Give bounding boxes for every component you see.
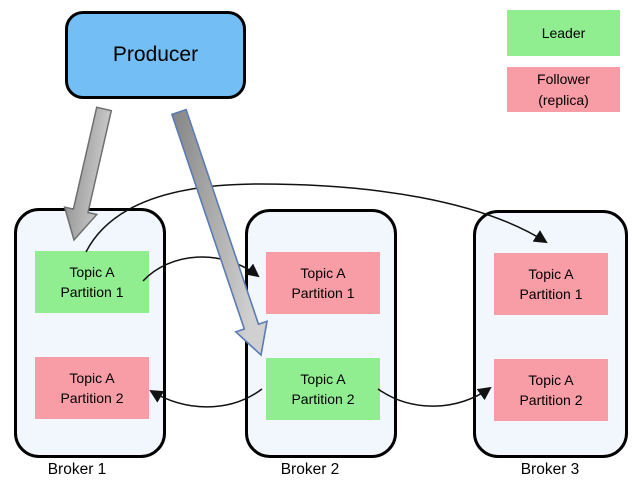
partition-topic-label: Topic A (528, 372, 574, 388)
partition-name-label: Partition 2 (60, 390, 124, 406)
partition-name-label: Partition 1 (60, 284, 124, 300)
partition-name-label: Partition 1 (291, 285, 355, 301)
broker-1-partition-1: Topic A Partition 1 (35, 251, 149, 313)
partition-topic-label: Topic A (300, 265, 346, 281)
legend-follower-label-line1: Follower (537, 71, 590, 88)
broker-2-partition-1: Topic A Partition 1 (266, 252, 380, 314)
partition-topic-label: Topic A (300, 371, 346, 387)
broker-1-label: Broker 1 (47, 461, 107, 478)
broker-3-label: Broker 3 (520, 461, 580, 478)
broker-3-partition-1: Topic A Partition 1 (494, 253, 608, 315)
legend-follower-label-line2: (replica) (538, 91, 589, 108)
producer-label: Producer (112, 43, 199, 66)
broker-3-node: Topic A Partition 1 Topic A Partition 2 (473, 210, 628, 458)
broker-1-partition-2: Topic A Partition 2 (35, 357, 149, 419)
partition-topic-label: Topic A (528, 266, 574, 282)
broker-2-label: Broker 2 (280, 461, 340, 478)
producer-node: Producer (65, 11, 246, 99)
partition-name-label: Partition 1 (519, 286, 583, 302)
legend-follower-swatch: Follower (replica) (507, 67, 620, 112)
partition-name-label: Partition 2 (291, 391, 355, 407)
legend-leader-swatch: Leader (507, 10, 620, 56)
partition-name-label: Partition 2 (519, 392, 583, 408)
partition-topic-label: Topic A (69, 264, 115, 280)
broker-3-partition-2: Topic A Partition 2 (494, 359, 608, 421)
partition-topic-label: Topic A (69, 370, 115, 386)
legend-leader-label: Leader (541, 24, 586, 41)
broker-2-node: Topic A Partition 1 Topic A Partition 2 (245, 209, 397, 458)
broker-1-node: Topic A Partition 1 Topic A Partition 2 (14, 208, 166, 458)
broker-2-partition-2: Topic A Partition 2 (266, 358, 380, 420)
